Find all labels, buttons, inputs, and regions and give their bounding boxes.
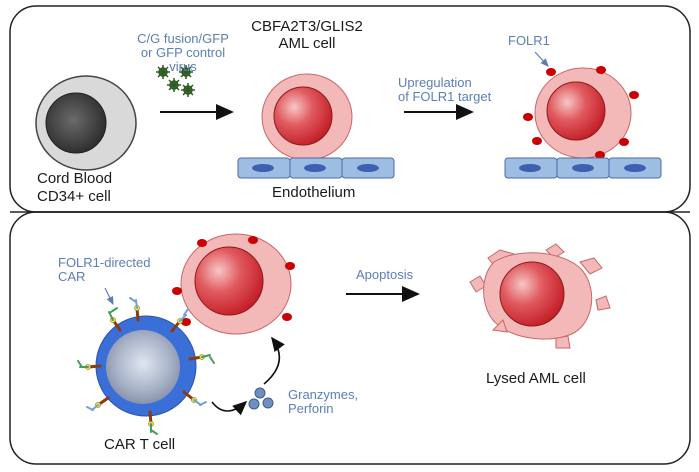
endothelium-layer-2 [504,157,662,179]
virus-particles-icon [156,65,195,97]
attack-arrow [263,336,285,385]
car-t-cell [77,297,215,435]
car-pointer-arrow [104,287,114,306]
car-t-cell-label: CAR T cell [104,436,176,453]
endothelium-label: Endothelium [272,184,356,201]
granzymes-label: Granzymes, Perforin [288,387,359,416]
granzyme-release-arrow [211,400,248,416]
folr1-label: FOLR1 [508,33,550,48]
folr1-pointer-arrow [534,51,549,67]
aml-cell-label: CBFA2T3/GLIS2 AML cell [251,18,363,52]
virus-label: C/G fusion/GFP or GFP control virus [137,31,229,74]
upregulation-label: Upregulation of FOLR1 target [398,75,492,104]
cord-blood-label: Cord Blood CD34+ cell [37,170,113,205]
endothelium-layer [237,157,395,179]
aml-cell [261,73,353,161]
granzyme-granules-icon [248,387,274,410]
car-receptors-icon [77,297,215,435]
apoptosis-label: Apoptosis [356,267,414,282]
lysed-label: Lysed AML cell [486,370,586,387]
target-aml-cell [172,233,295,335]
folr1-receptors [523,66,639,159]
folr1-aml-cell [534,67,632,159]
car-label: FOLR1-directed CAR [58,255,151,284]
cord-blood-cell [35,75,137,171]
lysed-nucleus [499,261,565,327]
